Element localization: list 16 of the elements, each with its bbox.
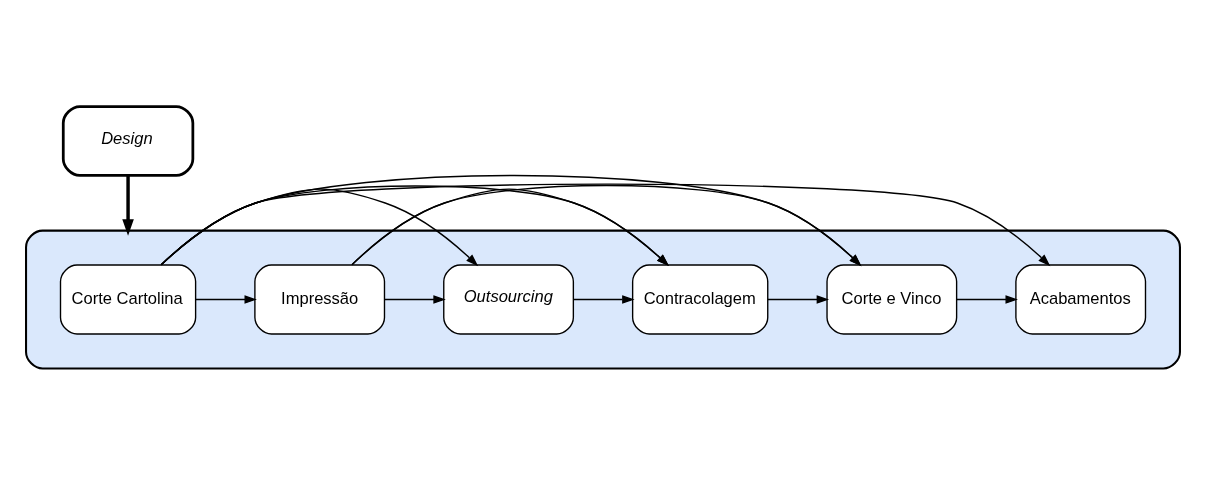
- arrow: [573, 295, 635, 304]
- arrow: [160, 183, 1051, 267]
- cluster: [25, 229, 1181, 370]
- node-box: Design: [61, 105, 195, 177]
- arrow: [956, 295, 1018, 304]
- arrow: [351, 184, 862, 267]
- arrow: [195, 295, 257, 304]
- node-box: Contracolagem: [631, 264, 769, 335]
- arrow: [122, 175, 134, 236]
- arrow: [767, 295, 830, 304]
- arrow: [383, 295, 446, 304]
- node-box: Acabamentos: [1015, 264, 1147, 335]
- node-box: Corte Cartolina: [59, 264, 197, 335]
- node-box: Impressão: [254, 264, 386, 335]
- node-box: Outsourcing: [443, 264, 575, 335]
- node-box: Corte e Vinco: [826, 264, 958, 335]
